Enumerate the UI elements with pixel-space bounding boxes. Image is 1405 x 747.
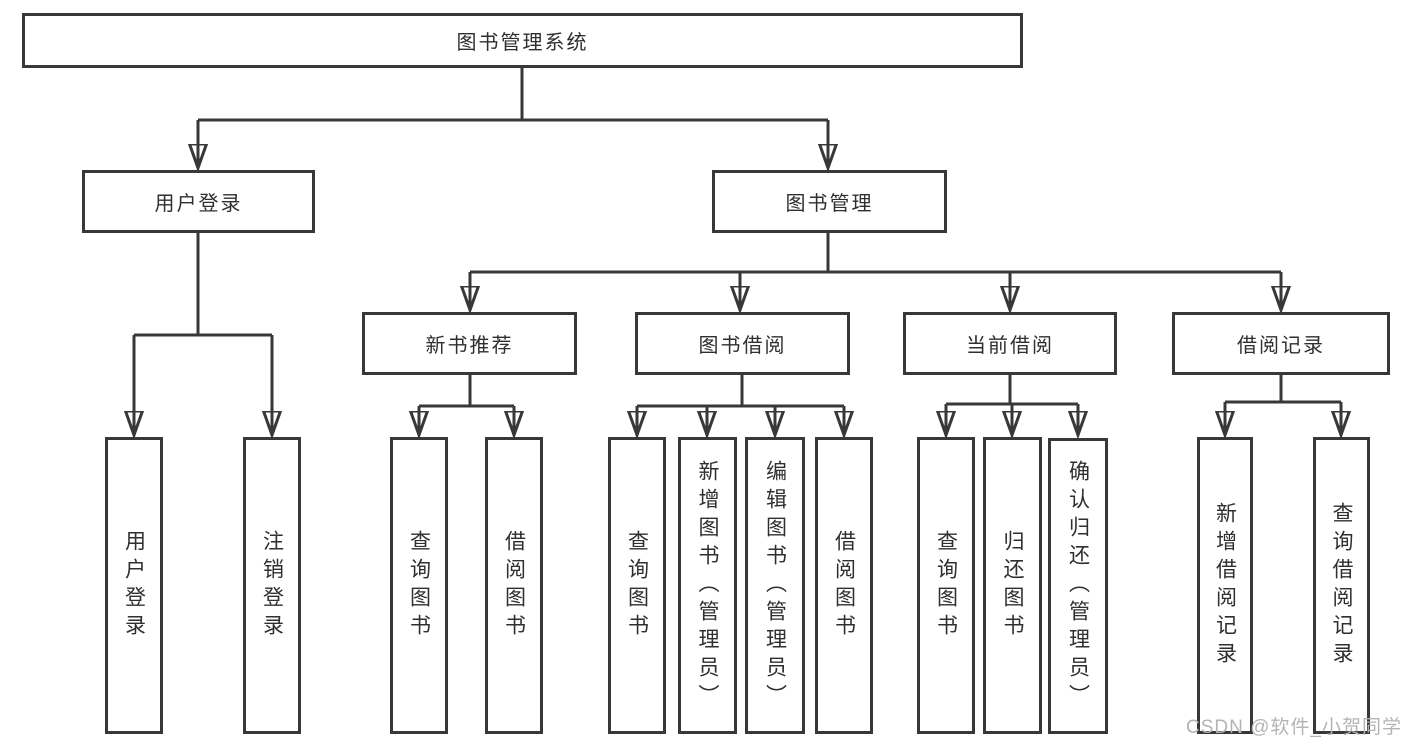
csdn-watermark: CSDN @软件_小贺同学 bbox=[1186, 717, 1402, 738]
node-label: 图书管理 bbox=[785, 193, 874, 215]
leaf-edit-books-admin: 编辑图书（管理员） bbox=[745, 437, 805, 734]
leaf-label: 新增图书（管理员） bbox=[696, 459, 719, 712]
leaf-query-books-recommend: 查询图书 bbox=[390, 437, 448, 734]
node-label: 用户登录 bbox=[154, 193, 243, 215]
leaf-query-borrow-record: 查询借阅记录 bbox=[1313, 437, 1370, 734]
node-label: 图书管理系统 bbox=[456, 32, 589, 54]
leaf-add-books-admin: 新增图书（管理员） bbox=[678, 437, 737, 734]
node-label: 新书推荐 bbox=[425, 335, 514, 357]
leaf-confirm-return-admin: 确认归还（管理员） bbox=[1048, 438, 1108, 734]
leaf-label: 用户登录 bbox=[122, 529, 146, 642]
connector-root-to-branches bbox=[198, 68, 828, 168]
node-label: 图书借阅 bbox=[698, 335, 787, 357]
leaf-label: 归还图书 bbox=[1001, 529, 1024, 642]
leaf-label: 查询图书 bbox=[625, 529, 649, 642]
leaf-borrow-books-recommend: 借阅图书 bbox=[485, 437, 543, 734]
leaf-label: 借阅图书 bbox=[832, 529, 856, 642]
leaf-label: 查询图书 bbox=[934, 529, 958, 642]
connector-book-management-group bbox=[470, 233, 1281, 310]
leaf-query-books-borrow: 查询图书 bbox=[608, 437, 666, 734]
node-label: 借阅记录 bbox=[1237, 335, 1325, 357]
leaf-label: 借阅图书 bbox=[502, 529, 526, 642]
leaf-return-books: 归还图书 bbox=[983, 437, 1042, 734]
node-current-borrow: 当前借阅 bbox=[903, 312, 1117, 375]
leaf-user-login: 用户登录 bbox=[105, 437, 163, 734]
connector-new-book-group bbox=[419, 375, 514, 435]
leaf-borrow-books: 借阅图书 bbox=[815, 437, 873, 734]
node-library-management-system: 图书管理系统 bbox=[22, 13, 1023, 68]
leaf-logout: 注销登录 bbox=[243, 437, 301, 734]
leaf-label: 查询图书 bbox=[407, 529, 431, 642]
leaf-label: 确认归还（管理员） bbox=[1066, 460, 1090, 712]
leaf-label: 编辑图书（管理员） bbox=[763, 459, 787, 712]
node-new-book-recommend: 新书推荐 bbox=[362, 312, 577, 375]
node-label: 当前借阅 bbox=[966, 335, 1054, 357]
connector-borrow-record-group bbox=[1225, 375, 1341, 435]
leaf-add-borrow-record: 新增借阅记录 bbox=[1197, 437, 1253, 734]
connector-user-login-group bbox=[134, 233, 272, 435]
node-book-borrow: 图书借阅 bbox=[635, 312, 850, 375]
connector-current-borrow-group bbox=[946, 375, 1078, 435]
node-book-management-branch: 图书管理 bbox=[712, 170, 947, 233]
leaf-query-books-current: 查询图书 bbox=[917, 437, 975, 734]
leaf-label: 新增借阅记录 bbox=[1213, 501, 1237, 670]
node-user-login-branch: 用户登录 bbox=[82, 170, 315, 233]
node-borrow-record: 借阅记录 bbox=[1172, 312, 1390, 375]
connector-book-borrow-group bbox=[637, 375, 844, 435]
leaf-label: 注销登录 bbox=[260, 529, 284, 642]
leaf-label: 查询借阅记录 bbox=[1330, 501, 1353, 670]
